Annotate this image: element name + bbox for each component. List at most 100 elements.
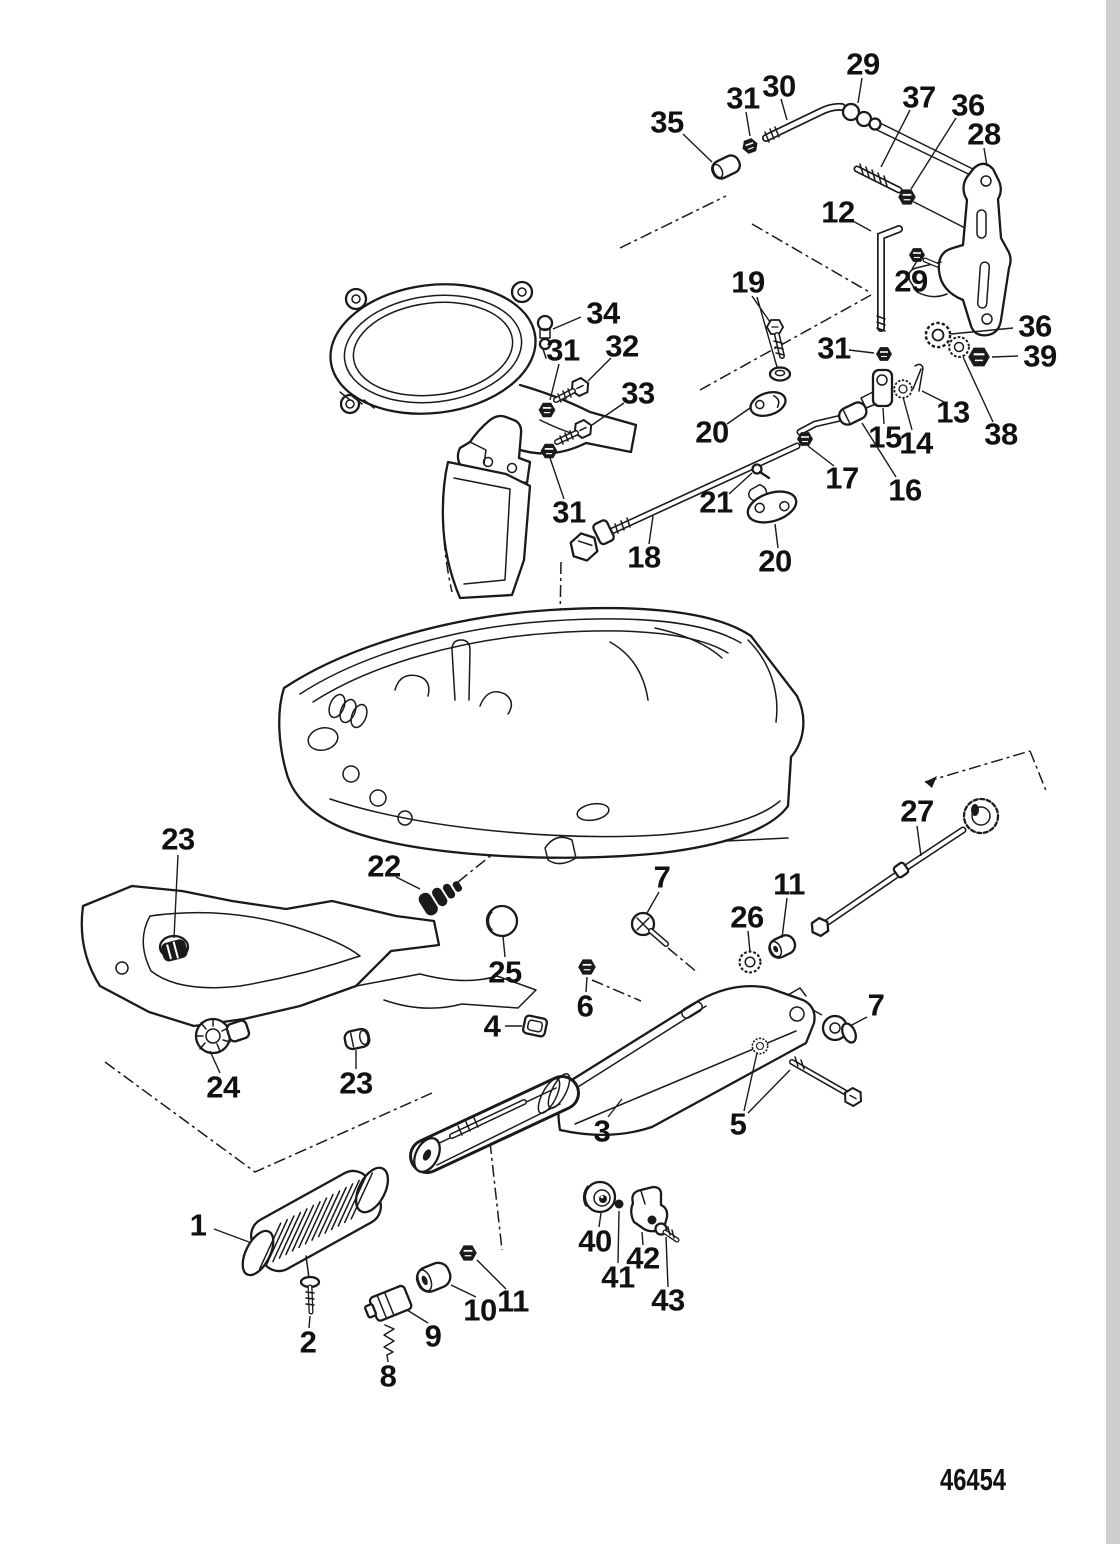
callout-36: 36 (951, 88, 985, 123)
leader-line-8 (386, 1354, 389, 1363)
leader-line-36 (950, 327, 1014, 335)
callout-34: 34 (586, 296, 621, 331)
engine-cowl-drawing (278, 606, 805, 865)
leader-line-25 (502, 935, 506, 958)
callout-6: 6 (577, 989, 594, 1024)
leader-line-10 (450, 1284, 477, 1298)
leader-line-7 (646, 891, 660, 914)
leader-line-40 (598, 1212, 602, 1228)
bushing-drawing (418, 881, 463, 916)
leader-line-29 (911, 260, 918, 270)
leader-line-31 (848, 349, 875, 354)
leader-line-5 (747, 1069, 791, 1114)
leader-line-2 (308, 1315, 311, 1329)
tiller-handle-drawing (241, 911, 866, 1356)
leader-line-31 (745, 111, 751, 137)
leader-line-3 (607, 1098, 623, 1118)
leader-line-6 (585, 976, 588, 993)
friction-knob-drawing (194, 1017, 251, 1055)
callout-32: 32 (605, 329, 638, 364)
leader-line-13 (921, 390, 945, 403)
callout-31: 31 (546, 333, 580, 368)
leader-line-32 (587, 357, 612, 382)
callout-10: 10 (463, 1293, 496, 1328)
callout-17: 17 (825, 461, 858, 496)
leader-line-17 (807, 445, 835, 467)
callout-21: 21 (699, 485, 733, 520)
leader-line-31 (549, 457, 565, 500)
callout-29: 29 (846, 47, 880, 82)
drawing-number: 46454 (940, 1462, 1007, 1497)
callout-24: 24 (206, 1070, 241, 1105)
leader-line-33 (591, 402, 625, 426)
callout-31: 31 (817, 331, 851, 366)
callout-26: 26 (730, 900, 764, 935)
leader-line-28 (983, 147, 988, 167)
callout-22: 22 (367, 849, 400, 884)
callout-38: 38 (984, 417, 1018, 452)
leader-line-42 (641, 1231, 644, 1246)
leader-line-30 (780, 98, 788, 121)
callout-5: 5 (730, 1107, 747, 1142)
leader-line-29 (857, 77, 863, 104)
callout-16: 16 (888, 473, 922, 508)
callout-43: 43 (651, 1283, 685, 1318)
callout-20: 20 (758, 544, 791, 579)
leader-line-31 (549, 363, 560, 401)
callout-18: 18 (627, 540, 661, 575)
callout-11: 11 (497, 1284, 529, 1319)
leader-line-11 (781, 897, 788, 939)
callout-31: 31 (552, 495, 586, 530)
callout-3: 3 (594, 1114, 611, 1149)
leader-line-15 (882, 407, 885, 425)
callout-42: 42 (626, 1241, 659, 1276)
leader-line-38 (962, 356, 994, 423)
leader-line-27 (916, 825, 922, 857)
callout-41: 41 (601, 1260, 635, 1295)
leader-line-36 (910, 117, 957, 190)
leader-line-26 (747, 930, 751, 953)
callout-40: 40 (578, 1224, 611, 1259)
arrowhead-icon (925, 776, 937, 788)
leader-line-23 (173, 854, 179, 939)
callout-23: 23 (161, 822, 195, 857)
callout-25: 25 (488, 955, 522, 990)
leader-line-20 (774, 523, 779, 549)
steering-bracket-drawing (80, 881, 549, 1055)
callout-9: 9 (425, 1319, 442, 1354)
callout-37: 37 (902, 80, 935, 115)
callout-31: 31 (726, 81, 760, 116)
handle-grip-drawing (241, 1166, 390, 1277)
callout-28: 28 (967, 117, 1001, 152)
callout-23: 23 (339, 1066, 373, 1101)
leader-line-16 (861, 422, 897, 478)
leader-line-11 (476, 1259, 507, 1290)
throttle-cable-drawing (810, 797, 1000, 938)
callout-36: 36 (1018, 309, 1052, 344)
callout-30: 30 (762, 69, 795, 104)
callout-2: 2 (300, 1325, 317, 1360)
callout-35: 35 (650, 105, 684, 140)
callout-7: 7 (868, 988, 885, 1023)
throttle-linkage-drawing (569, 102, 1012, 562)
callout-12: 12 (821, 195, 854, 230)
leader-line-41 (617, 1210, 620, 1264)
callout-7: 7 (654, 860, 671, 895)
callout-1: 1 (190, 1208, 207, 1243)
scan-edge (1106, 0, 1120, 1544)
callout-20: 20 (695, 415, 728, 450)
leader-line-1 (213, 1228, 250, 1243)
leader-line-12 (850, 219, 872, 232)
leader-line-37 (880, 109, 911, 168)
leader-line-43 (665, 1236, 669, 1288)
callout-33: 33 (621, 376, 655, 411)
callout-4: 4 (484, 1009, 502, 1044)
leader-line-34 (552, 316, 582, 330)
callout-27: 27 (900, 794, 933, 829)
leader-line-19 (756, 296, 778, 368)
callout-15: 15 (868, 420, 902, 455)
leader-line-24 (209, 1050, 221, 1074)
leader-line-20 (726, 407, 751, 425)
leader-line-5 (743, 1052, 758, 1112)
